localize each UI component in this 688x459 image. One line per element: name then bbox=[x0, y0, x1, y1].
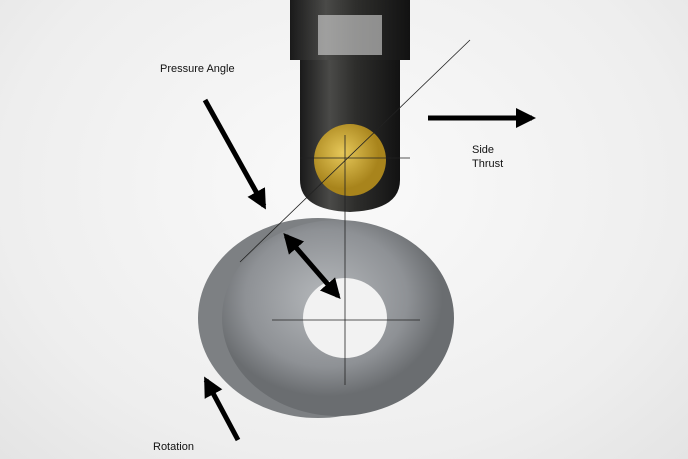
pressure-angle-line bbox=[239, 39, 471, 263]
brass-roller bbox=[314, 124, 386, 196]
rotation-label: Rotation bbox=[153, 441, 194, 453]
pressure-angle-arrow bbox=[202, 98, 267, 210]
contact-double-arrow bbox=[283, 232, 341, 300]
reference-lines bbox=[239, 39, 471, 385]
side-thrust-line2: Thrust bbox=[472, 158, 504, 170]
roller-follower bbox=[290, 0, 410, 212]
cam-disc bbox=[198, 218, 454, 418]
pressure-angle-label: Pressure Angle bbox=[160, 63, 235, 75]
side-thrust-label: Side Thrust bbox=[472, 143, 503, 171]
rotation-arrow bbox=[203, 376, 241, 442]
side-thrust-line1: Side bbox=[472, 144, 495, 156]
